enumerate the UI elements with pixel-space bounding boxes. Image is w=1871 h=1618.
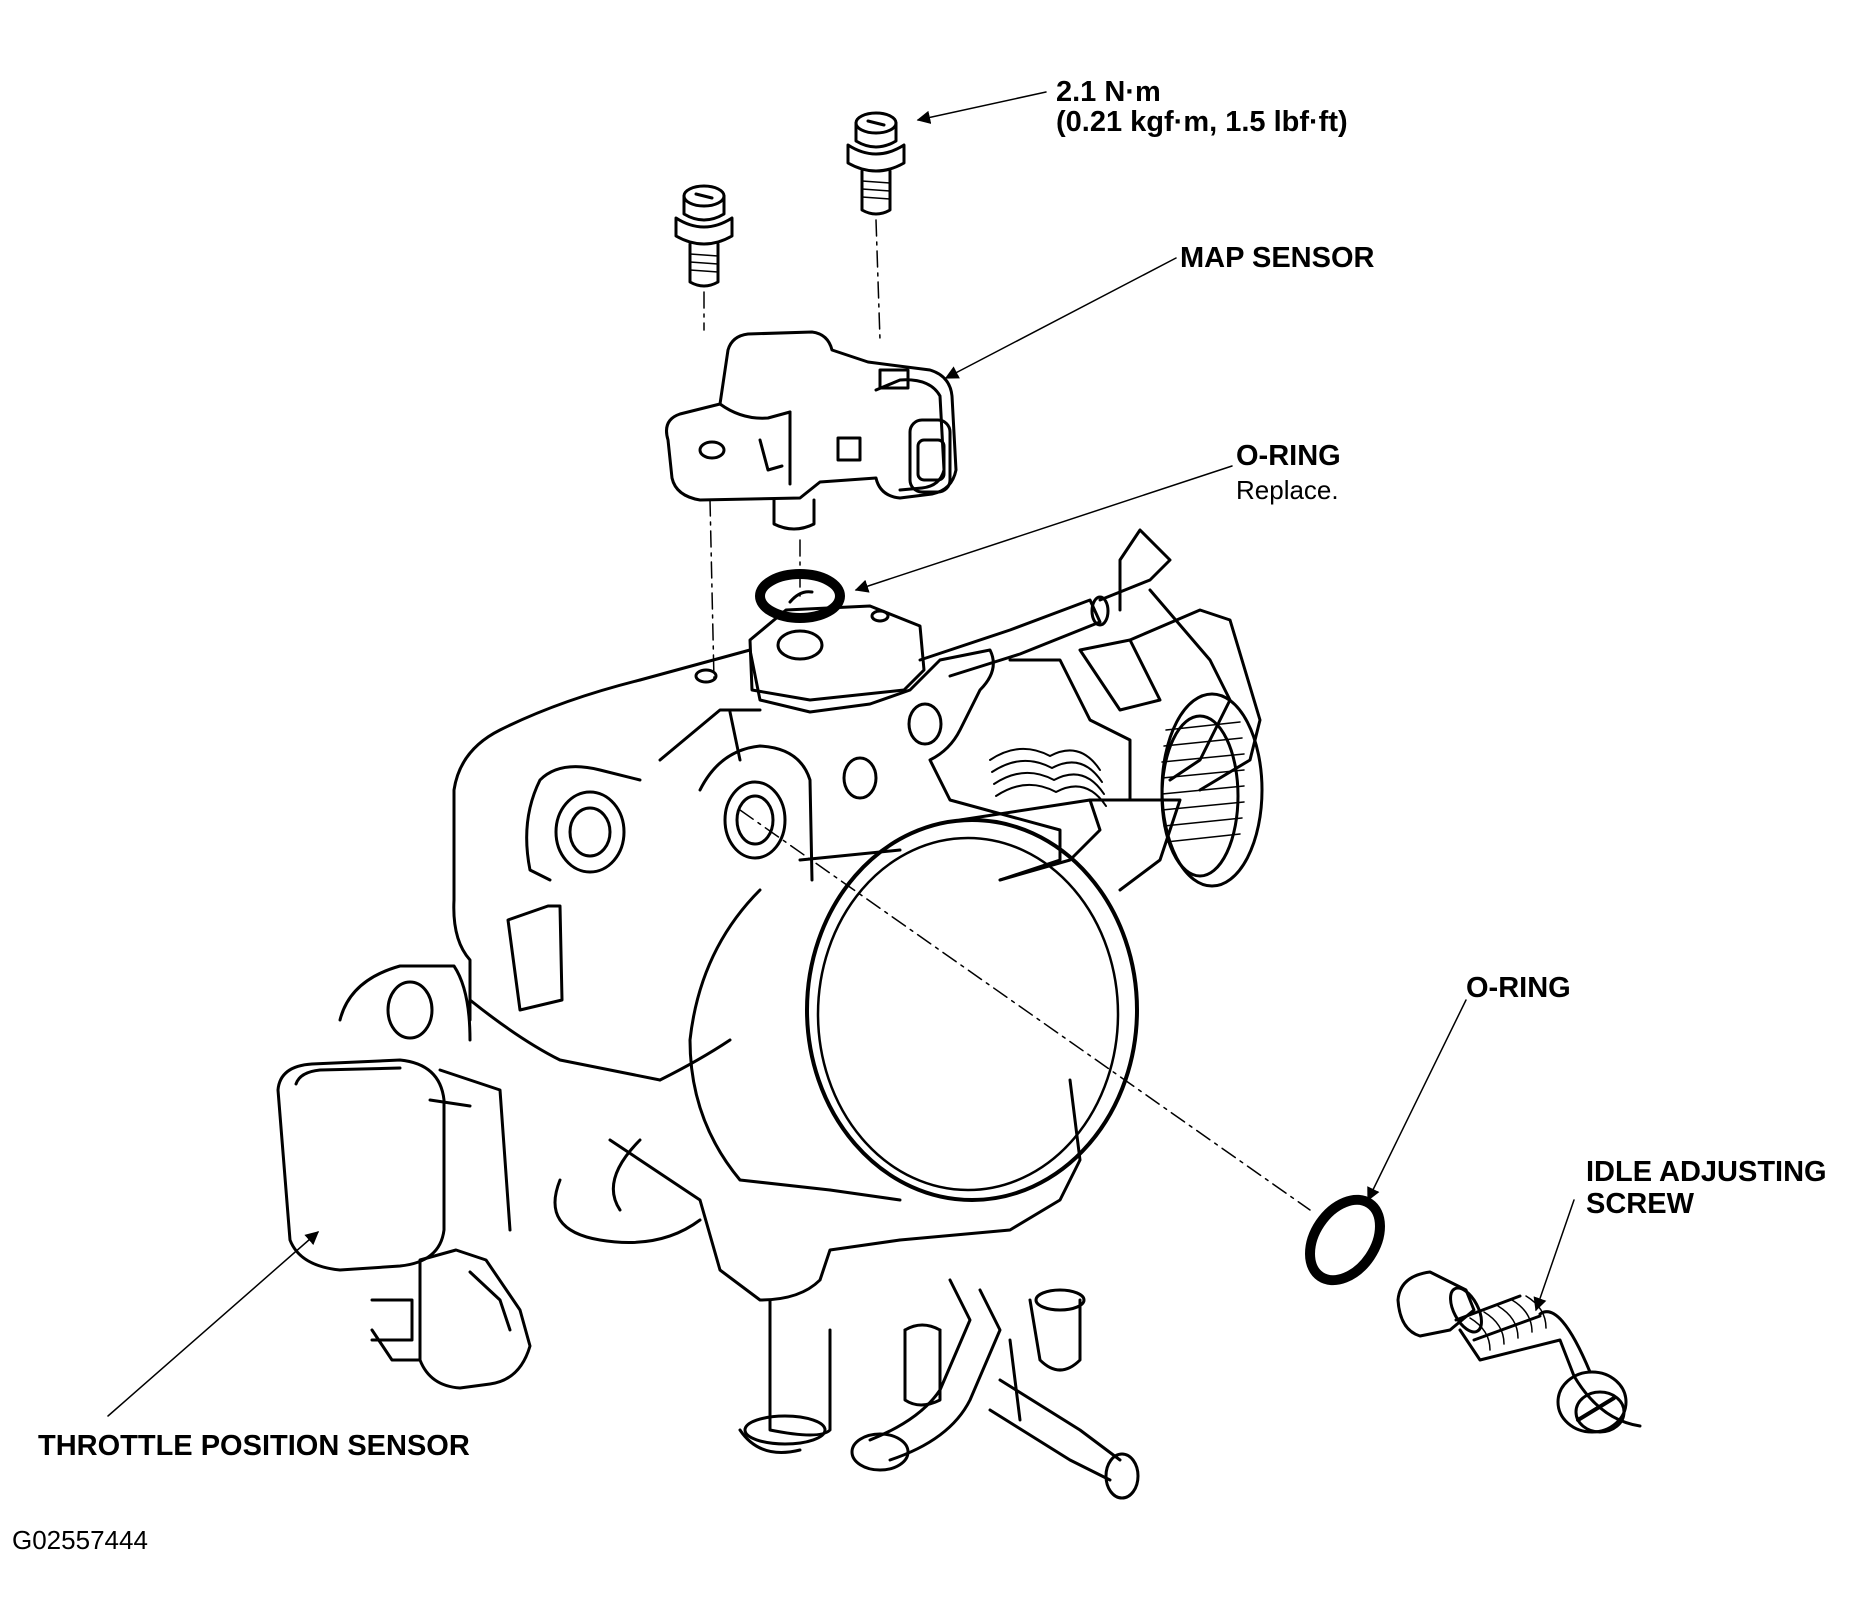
torque-spec-line1: 2.1 N·m bbox=[1056, 76, 1161, 108]
leader-lines bbox=[107, 91, 1575, 1417]
throttle-body bbox=[452, 528, 1264, 1500]
idle-adjusting-screw-label-line1: IDLE ADJUSTING bbox=[1586, 1156, 1827, 1188]
figure-id: G02557444 bbox=[12, 1525, 148, 1555]
map-sensor bbox=[665, 330, 958, 531]
bolt-left bbox=[674, 184, 734, 288]
throttle-position-sensor-label: THROTTLE POSITION SENSOR bbox=[38, 1430, 470, 1462]
o-ring-right bbox=[1305, 1194, 1385, 1286]
o-ring-top bbox=[755, 569, 845, 623]
torque-spec-line2: (0.21 kgf·m, 1.5 lbf·ft) bbox=[1056, 106, 1348, 138]
idle-adjusting-screw bbox=[1396, 1270, 1642, 1434]
throttle-position-sensor bbox=[276, 964, 532, 1390]
alignment-lines bbox=[703, 219, 1311, 1211]
idle-adjusting-screw-label-line2: SCREW bbox=[1586, 1188, 1694, 1220]
o-ring-top-label: O-RING bbox=[1236, 440, 1341, 472]
bolt-right bbox=[846, 111, 906, 216]
o-ring-top-note: Replace. bbox=[1236, 475, 1339, 505]
map-sensor-label: MAP SENSOR bbox=[1180, 242, 1375, 274]
o-ring-right-label: O-RING bbox=[1466, 972, 1571, 1004]
